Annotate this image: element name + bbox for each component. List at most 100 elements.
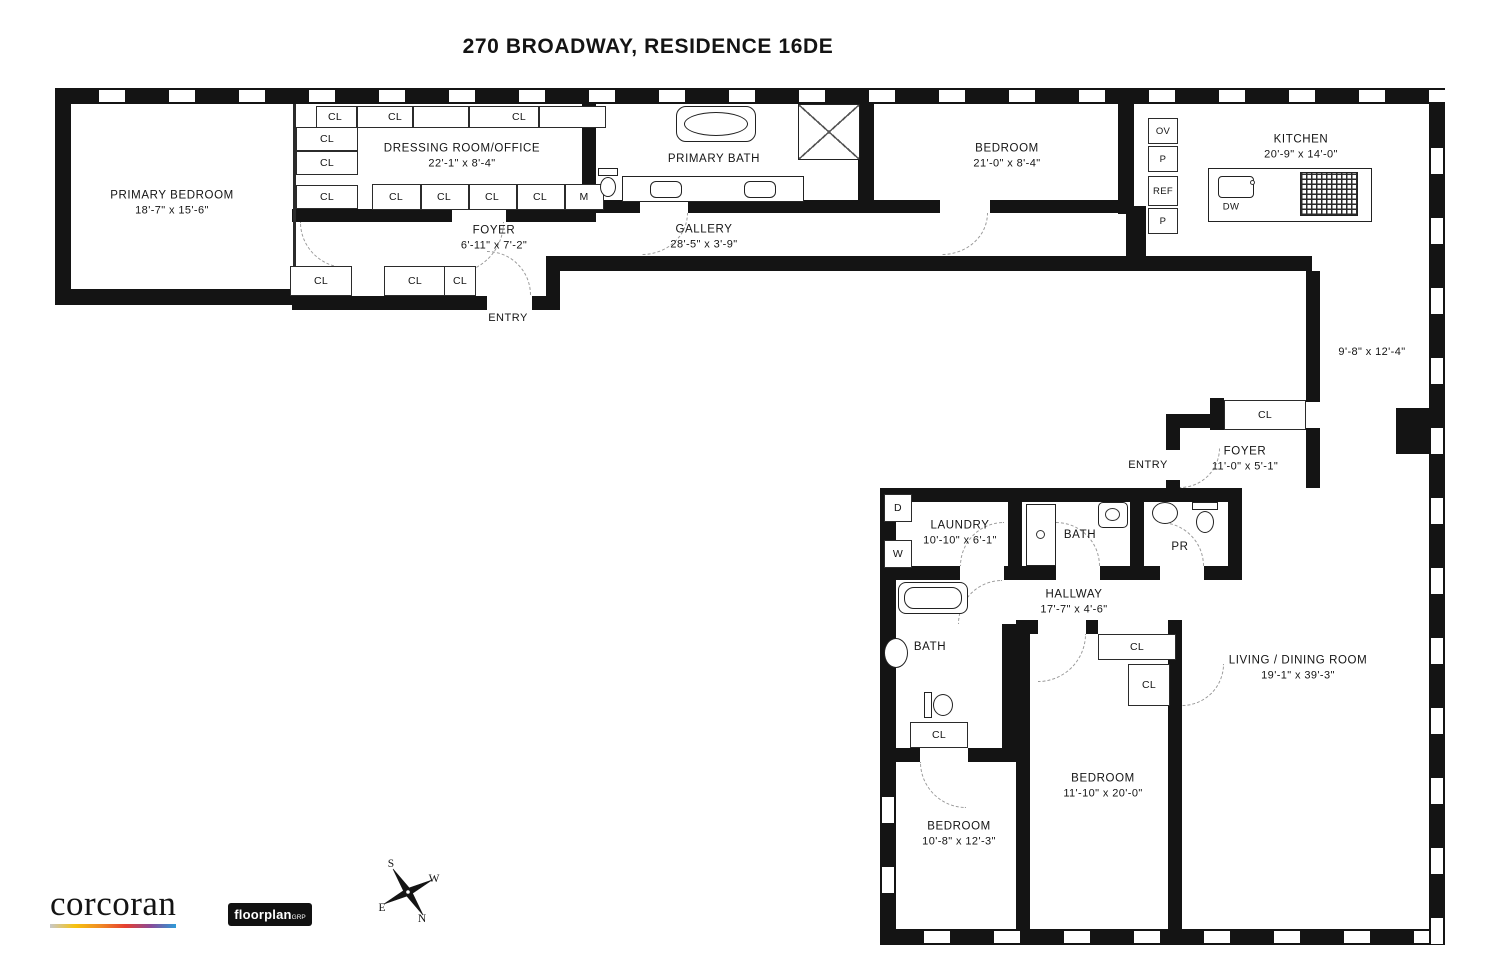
wall-segment	[1166, 414, 1224, 428]
closet-label: CL	[327, 111, 343, 123]
closet-label: CL	[931, 729, 947, 741]
wall-segment	[1008, 490, 1022, 570]
room-name: FOYER	[1223, 445, 1267, 458]
room-label-bedroom-center: BEDROOM 11'-10" x 20'-0"	[1063, 773, 1142, 800]
room-name: PRIMARY BEDROOM	[110, 189, 234, 202]
closet-divider	[538, 106, 540, 128]
toilet-bowl-icon	[933, 694, 953, 716]
room-dims: 11'-10" x 20'-0"	[1063, 787, 1143, 800]
pantry-box: P	[1148, 208, 1178, 234]
closet-label: CL	[319, 157, 335, 169]
door-swing-arc	[942, 213, 988, 255]
wall-segment	[1166, 428, 1180, 450]
room-label-living-dining: LIVING / DINING ROOM 19'-1" x 39'-3"	[1229, 655, 1368, 682]
room-dims: 6'-11" x 7'-2"	[460, 239, 528, 252]
bathtub-inner	[904, 587, 962, 609]
drain-icon	[1036, 530, 1045, 539]
room-name: BEDROOM	[1071, 772, 1135, 785]
closet-box: CL	[296, 185, 358, 209]
room-name: DRESSING ROOM/OFFICE	[383, 142, 541, 155]
room-name: FOYER	[472, 224, 516, 237]
room-name: BEDROOM	[927, 820, 991, 833]
wall-segment	[688, 200, 858, 213]
room-dims: 22'-1" x 8'-4"	[428, 157, 496, 170]
closet-label: CL	[1129, 641, 1145, 653]
room-name: LAUNDRY	[930, 519, 990, 532]
closet-label: CL	[407, 275, 423, 287]
toilet-bowl-icon	[1196, 511, 1214, 533]
room-label-primary-bath: PRIMARY BATH	[668, 153, 760, 165]
closet-label: CL	[452, 275, 468, 287]
room-label-den: 9'-8" x 12'-4"	[1338, 346, 1405, 358]
compass-north-label: N	[417, 913, 427, 925]
toilet-bowl-icon	[600, 177, 616, 197]
kitchen-sink-icon	[1218, 176, 1254, 198]
closet-box: CL	[296, 127, 358, 151]
room-label-laundry: LAUNDRY 10'-10" x 6'-1"	[923, 520, 997, 547]
wall-segment	[55, 289, 292, 305]
room-dims: 28'-5" x 3'-9"	[670, 238, 738, 251]
shower-stall-icon	[1026, 504, 1056, 566]
closet-label: CL	[1141, 679, 1157, 691]
room-name: LIVING / DINING ROOM	[1228, 654, 1368, 667]
closet-box: CL	[1224, 400, 1306, 430]
dryer-label: D	[894, 502, 902, 514]
oven-box: OV	[1148, 118, 1178, 144]
closet-box: CL	[384, 266, 446, 296]
closet-box: CL	[1128, 664, 1170, 706]
refrigerator-box: REF	[1148, 176, 1178, 206]
wall-segment	[1228, 502, 1242, 580]
room-dims: 10'-8" x 12'-3"	[922, 835, 996, 848]
room-label-powder-room: PR	[1171, 541, 1188, 553]
wall-segment	[1016, 620, 1038, 634]
mechanical-closet-label: M	[579, 191, 589, 203]
room-name: BATH	[1063, 529, 1097, 541]
entry-label-west: ENTRY	[488, 312, 528, 324]
room-name: GALLERY	[675, 223, 733, 236]
wall-segment	[1100, 566, 1160, 580]
wall-segment	[292, 209, 452, 222]
wall-segment	[1016, 634, 1030, 929]
wall-segment	[1306, 271, 1320, 402]
wall-segment	[880, 566, 960, 580]
compass-star-icon	[383, 868, 433, 916]
room-label-bedroom-north: BEDROOM 21'-0" x 8'-4"	[973, 143, 1040, 170]
wall-segment	[874, 200, 940, 213]
wall-segment	[880, 488, 896, 753]
dishwasher-label: DW	[1222, 201, 1240, 213]
oven-label: OV	[1155, 125, 1171, 137]
wall-segment	[1204, 566, 1242, 580]
room-label-foyer-west: FOYER 6'-11" x 7'-2"	[461, 225, 527, 252]
washer-box: W	[884, 540, 912, 568]
page-title: 270 BROADWAY, RESIDENCE 16DE	[462, 35, 834, 58]
wall-segment	[968, 748, 1016, 762]
wall-segment	[1168, 634, 1182, 929]
sink-bowl-icon	[1105, 508, 1120, 521]
closet-divider	[420, 184, 422, 210]
room-dims: 10'-10" x 6'-1"	[923, 534, 997, 547]
closet-divider	[412, 106, 414, 128]
sink-icon	[884, 638, 908, 668]
room-name: PRIMARY BATH	[667, 153, 761, 165]
corcoran-logo: corcoran	[50, 884, 177, 923]
grp-logo-text: GRP	[291, 914, 306, 921]
closet-divider	[468, 184, 470, 210]
wall-segment	[55, 104, 71, 305]
compass-rose	[376, 858, 442, 926]
door-swing-arc	[487, 251, 531, 295]
toilet-tank-icon	[598, 168, 618, 176]
room-label-kitchen: KITCHEN 20'-9" x 14'-0"	[1264, 134, 1338, 161]
room-dims: 20'-9" x 14'-0"	[1264, 148, 1338, 161]
toilet-tank-icon	[1192, 502, 1218, 510]
sink-icon	[744, 181, 776, 198]
closet-divider	[468, 106, 470, 128]
closet-label: CL	[532, 191, 548, 203]
sink-icon	[1098, 502, 1128, 528]
closet-strip	[316, 106, 606, 128]
pantry-label: P	[1159, 153, 1167, 165]
sink-icon	[1152, 502, 1178, 524]
floorplan-grp-logo: floorplan GRP	[228, 903, 312, 926]
closet-box: CL	[1098, 634, 1176, 660]
window-wall-left-lower	[880, 753, 896, 929]
